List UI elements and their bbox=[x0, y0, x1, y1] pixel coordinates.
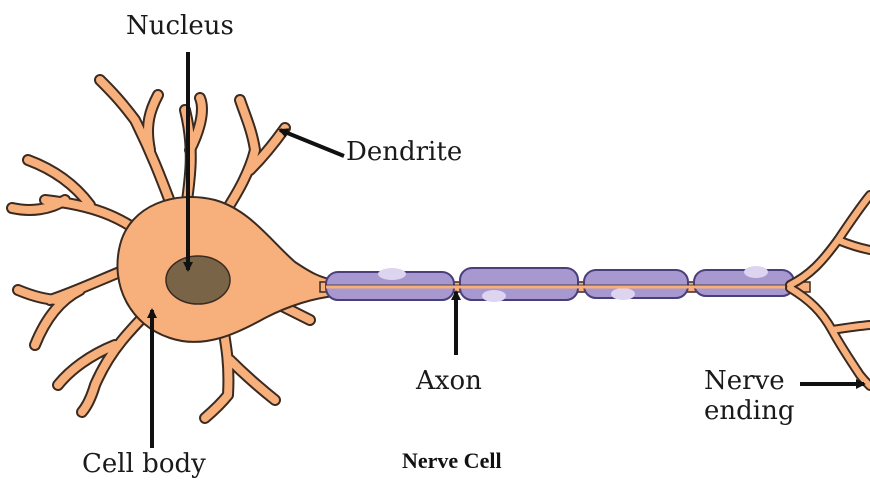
nerve-ending-label-line1: Nerve bbox=[704, 367, 824, 397]
nerve-ending-label-line2: ending bbox=[704, 397, 824, 427]
nerve-ending-label: Nerve ending bbox=[704, 367, 824, 427]
dendrite-arrow bbox=[280, 130, 344, 156]
myelin-segment-2 bbox=[460, 268, 578, 300]
nucleus-shape bbox=[166, 256, 230, 304]
cell-body-label: Cell body bbox=[82, 450, 206, 480]
nerve-ending-branches bbox=[790, 195, 870, 386]
myelin-segment-4 bbox=[694, 270, 794, 296]
nucleus-label: Nucleus bbox=[126, 12, 234, 42]
dendrite-label: Dendrite bbox=[346, 138, 462, 168]
diagram-caption: Nerve Cell bbox=[402, 448, 502, 474]
axon-label: Axon bbox=[416, 367, 482, 397]
myelin-segment-3 bbox=[584, 270, 688, 298]
